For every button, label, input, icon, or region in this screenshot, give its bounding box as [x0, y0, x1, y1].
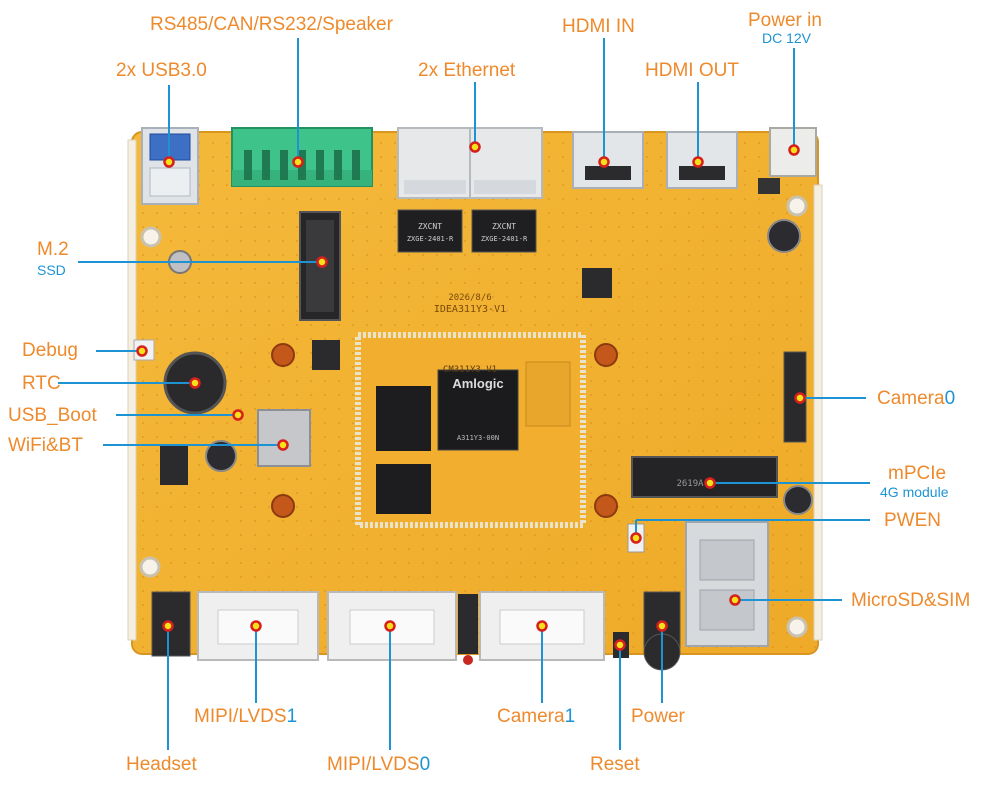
label-wifi-bt: WiFi&BT	[8, 435, 83, 456]
label-mipi-lvds0-text: MIPI/LVDS	[327, 754, 420, 775]
label-camera1-num: 1	[564, 706, 576, 727]
ethernet-jacks	[397, 127, 543, 199]
label-camera0-num: 0	[944, 388, 956, 409]
label-camera1-text: Camera	[497, 706, 565, 727]
mpcie-code: 2619A	[676, 479, 704, 489]
mpcie-slot: 2619A	[631, 456, 778, 498]
label-debug: Debug	[22, 340, 78, 361]
lan1-label: ZXCNT	[418, 222, 442, 231]
module-name: CM311Y3 V1	[443, 365, 497, 375]
label-mipi-lvds0-num: 0	[419, 754, 431, 775]
label-power-in-sub: DC 12V	[762, 30, 812, 46]
label-camera0: Camera0	[877, 389, 955, 408]
core-module-standoffs	[271, 343, 618, 518]
leader-lines	[58, 38, 870, 750]
capacitors	[205, 219, 813, 515]
lan2-part: ZXGE-2401-R	[481, 235, 528, 243]
label-headset: Headset	[126, 754, 197, 775]
ic-top-right	[582, 268, 612, 298]
soc-brand: Amlogic	[452, 376, 503, 391]
label-usb3: 2x USB3.0	[116, 60, 207, 81]
hdmi-out-port	[666, 131, 738, 189]
label-mpcie-sub: 4G module	[880, 484, 949, 500]
wifi-module	[257, 409, 311, 467]
label-reset: Reset	[590, 754, 640, 775]
board-name-silk: IDEA311Y3-V1	[434, 304, 506, 315]
core-module: Amlogic A311Y3-00N CM311Y3 V1	[355, 332, 586, 528]
label-ethernet: 2x Ethernet	[418, 60, 516, 81]
label-mipi-lvds1: MIPI/LVDS1	[194, 707, 297, 726]
lan2-label: ZXCNT	[492, 222, 516, 231]
label-m2: M.2	[37, 239, 69, 260]
markers	[136, 141, 806, 651]
label-mipi-lvds1-text: MIPI/LVDS	[194, 706, 287, 727]
terminal-block	[231, 127, 373, 187]
mounting-holes	[139, 195, 808, 638]
label-rs485: RS485/CAN/RS232/Speaker	[150, 14, 393, 35]
label-camera0-text: Camera	[877, 388, 945, 409]
label-camera1: Camera1	[497, 707, 575, 726]
lan-transformers: ZXCNT ZXGE-2401-R ZXCNT ZXGE-2401-R	[397, 209, 537, 253]
label-power-in: Power in	[748, 10, 822, 31]
label-power: Power	[631, 706, 685, 727]
label-hdmi-in: HDMI IN	[562, 16, 635, 37]
board-date-silk: 2026/8/6	[448, 293, 491, 303]
soc-part: A311Y3-00N	[457, 434, 499, 442]
label-pwen: PWEN	[884, 510, 941, 531]
label-usb-boot: USB_Boot	[8, 405, 97, 426]
ic-left	[160, 445, 188, 485]
led-indicator	[463, 655, 473, 665]
label-rtc: RTC	[22, 373, 61, 394]
ic-small	[312, 340, 340, 370]
label-m2-sub: SSD	[37, 262, 66, 278]
label-mpcie: mPCIe	[888, 463, 947, 484]
lan1-part: ZXGE-2401-R	[407, 235, 454, 243]
microsd-sim-slot	[685, 521, 769, 647]
label-mipi-lvds1-num: 1	[286, 706, 298, 727]
label-mipi-lvds0: MIPI/LVDS0	[327, 755, 430, 774]
label-microsd-sim: MicroSD&SIM	[851, 590, 971, 611]
label-hdmi-out: HDMI OUT	[645, 60, 739, 81]
ir-sensor	[458, 594, 478, 654]
